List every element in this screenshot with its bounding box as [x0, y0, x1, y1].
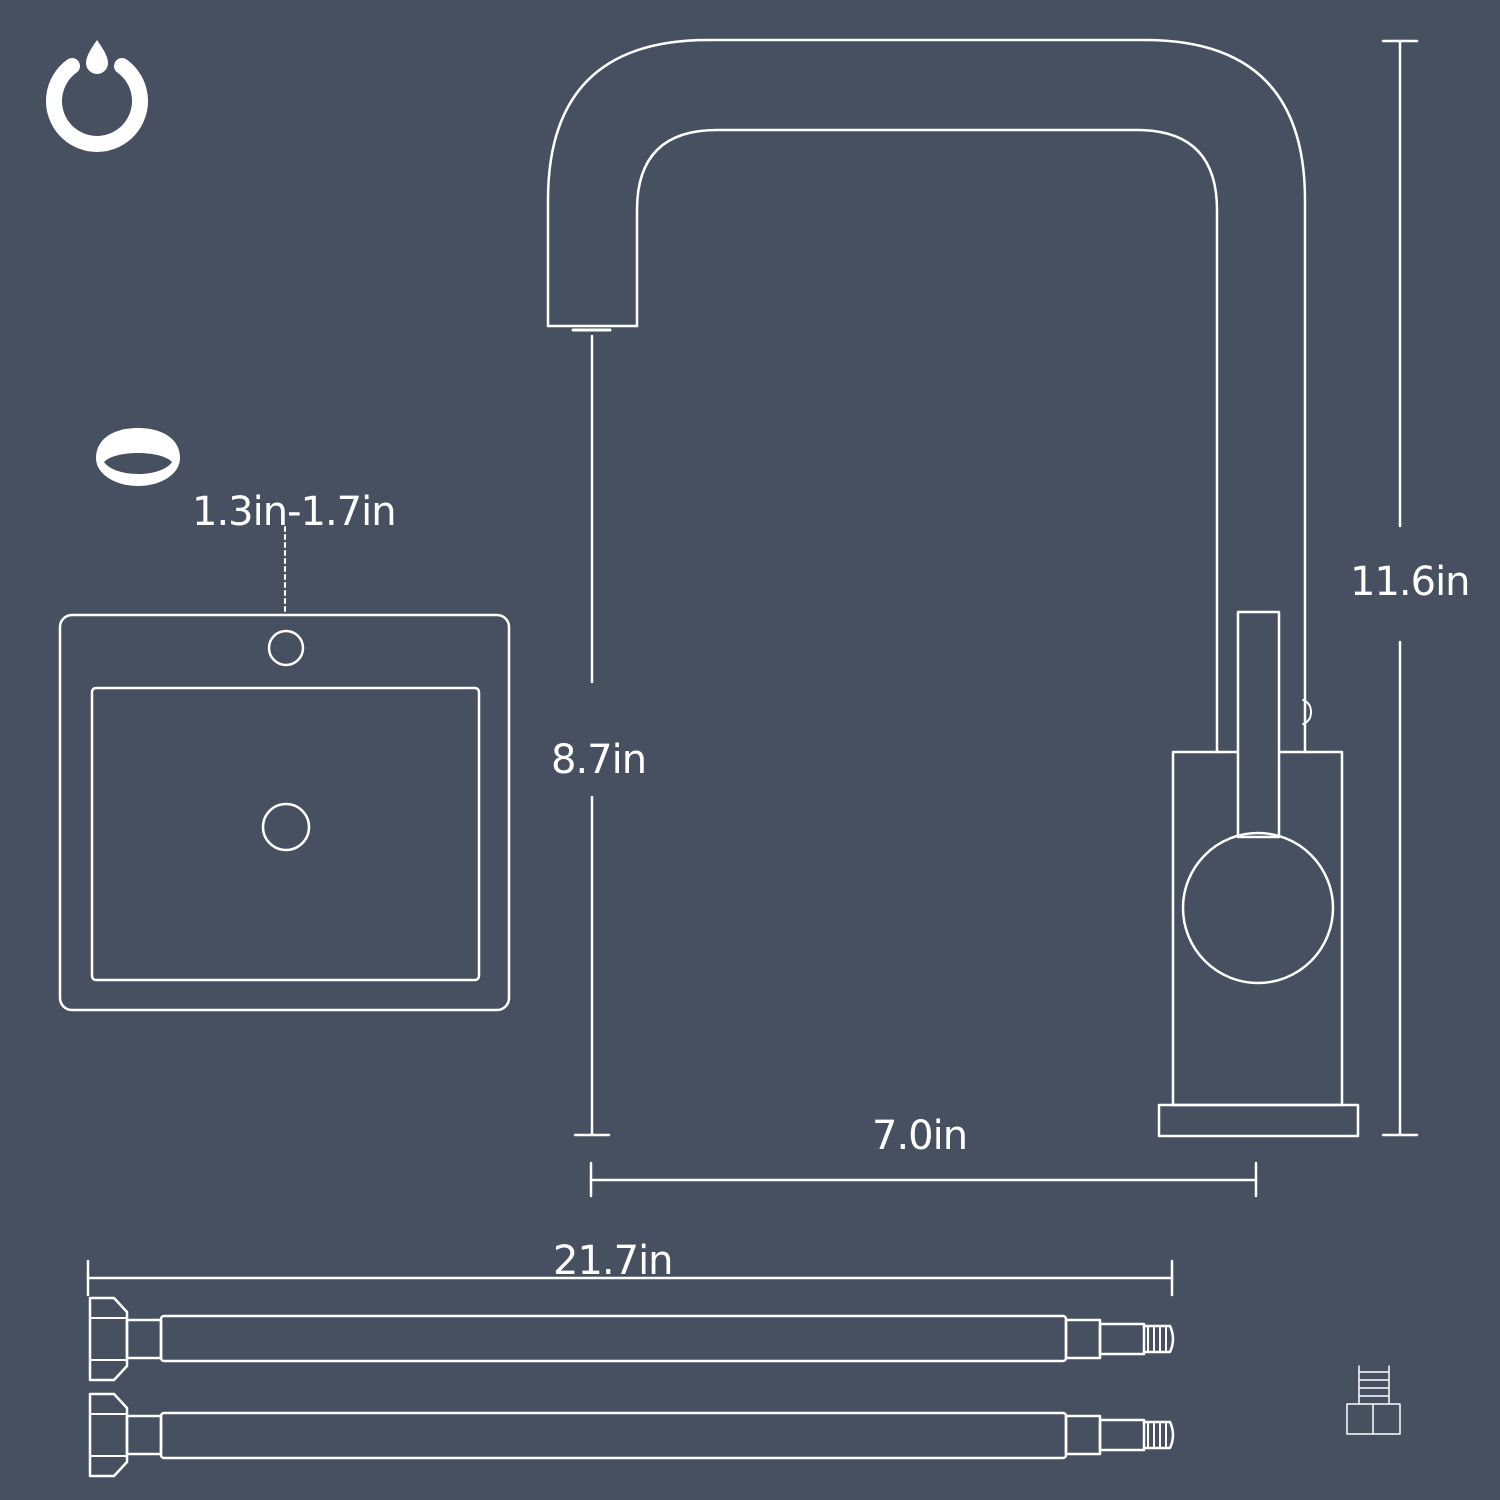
deck-hole-cover-icon [96, 428, 180, 486]
spout-reach-label: 7.0in [872, 1113, 968, 1159]
total-height-label: 11.6in [1350, 559, 1471, 605]
supply-hose-2 [88, 1392, 1175, 1478]
water-drop-power-icon [46, 40, 148, 152]
drain-hole [261, 802, 311, 852]
spout-height-dimension [573, 334, 611, 1137]
handle-lever [1236, 610, 1281, 839]
faucet-base [1157, 1103, 1360, 1138]
handle-knob [1181, 831, 1335, 985]
faucet-hole [267, 629, 305, 667]
hose-length-dimension [86, 1259, 1174, 1297]
sink-outline [58, 526, 511, 1012]
supply-hose-1 [88, 1296, 1175, 1382]
hex-nut-connector-icon [1346, 1365, 1401, 1435]
spout-outer-edge [546, 38, 1307, 754]
spout-reach-dimension [589, 1161, 1258, 1198]
spout-inner-edge [635, 128, 1219, 754]
hole-diameter-label: 1.3in-1.7in [192, 489, 397, 535]
faucet-outline [546, 38, 1360, 1138]
hose-length-label: 21.7in [553, 1238, 674, 1284]
spout-joint [1302, 699, 1312, 725]
total-height-dimension [1381, 39, 1419, 1137]
spout-height-label: 8.7in [551, 737, 647, 783]
